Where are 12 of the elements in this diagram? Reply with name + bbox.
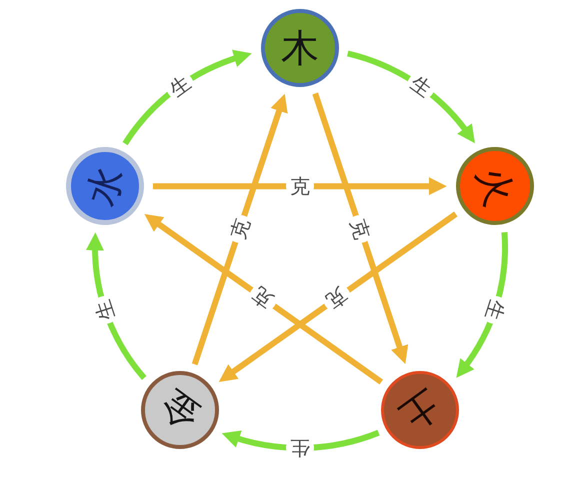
element-circle: 木	[261, 9, 339, 87]
arrow	[192, 94, 288, 366]
element-circle: 金	[140, 370, 218, 449]
edge-label: 克	[323, 284, 352, 312]
element-circle: 土	[381, 370, 460, 449]
arrow	[153, 177, 447, 196]
element-circle: 水	[66, 147, 144, 226]
arrow	[312, 92, 408, 364]
arrow	[218, 212, 458, 382]
edge-label: 克	[248, 284, 277, 312]
element-circle: 火	[456, 147, 534, 226]
arrow	[144, 214, 384, 384]
